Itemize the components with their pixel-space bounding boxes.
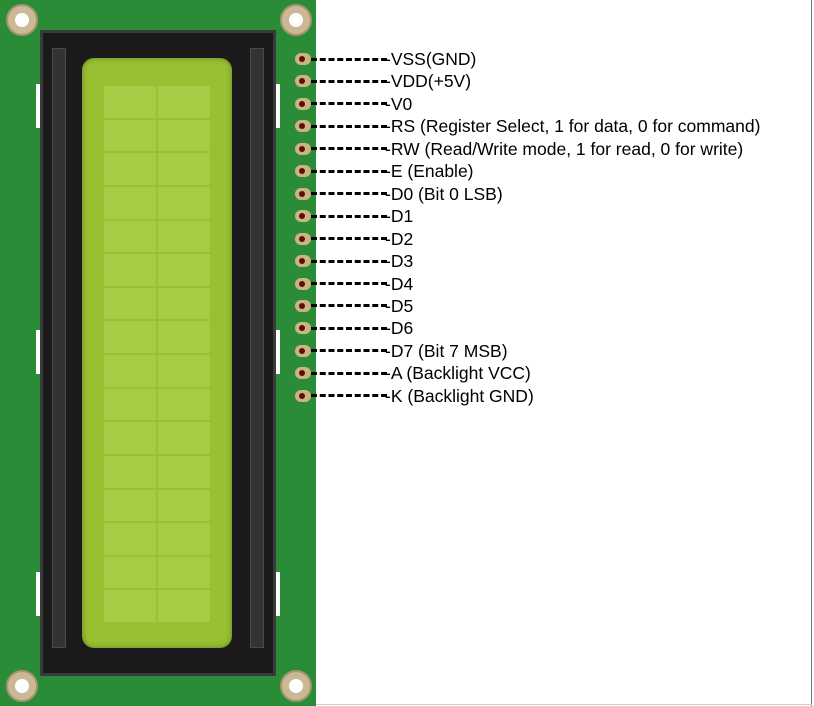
pin-leader-line — [311, 169, 387, 173]
lcd-character-cell — [158, 489, 210, 522]
lcd-character-cell — [158, 86, 210, 118]
frame-border-bottom — [316, 704, 812, 705]
lcd-character-cell — [104, 422, 156, 454]
pin-pad — [295, 120, 311, 133]
lcd-character-cell — [104, 321, 156, 353]
lcd-character-cell — [158, 220, 210, 253]
lcd-character-cell — [158, 321, 210, 353]
pin-label: -D2 — [385, 228, 414, 249]
bezel-tab — [36, 572, 40, 616]
lcd-character-cell — [158, 254, 210, 286]
bezel-tab — [276, 330, 280, 374]
pin-leader-line — [311, 371, 387, 375]
lcd-character-cell — [158, 590, 210, 622]
lcd-character-cell — [158, 422, 210, 454]
pin-leader-line — [311, 349, 387, 353]
pin-label: -E (Enable) — [385, 161, 474, 182]
lcd-character-cell — [104, 119, 156, 152]
lcd-character-cell — [158, 355, 210, 387]
lcd-character-cell — [158, 119, 210, 152]
pin-leader-line — [311, 237, 387, 241]
lcd-character-cell — [104, 220, 156, 253]
lcd-character-cell — [104, 523, 156, 555]
pin-pad — [295, 97, 311, 110]
lcd-character-cell — [104, 388, 156, 421]
pin-leader-line — [311, 304, 387, 308]
pin-leader-line — [311, 326, 387, 330]
pin-pad — [295, 165, 311, 178]
pin-pad — [295, 322, 311, 335]
lcd-character-cell — [104, 590, 156, 622]
pin-label: -D3 — [385, 251, 414, 272]
mounting-hole-top-left — [6, 4, 38, 36]
pin-label: -D0 (Bit 0 LSB) — [385, 183, 503, 204]
lcd-character-cell — [158, 523, 210, 555]
pin-label: -D4 — [385, 273, 414, 294]
lcd-character-cell — [104, 86, 156, 118]
pin-pad — [295, 142, 311, 155]
pin-label: -VDD(+5V) — [385, 71, 472, 92]
pin-pad — [295, 299, 311, 312]
lcd-character-cell — [158, 186, 210, 219]
lcd-pcb-board — [0, 0, 316, 706]
lcd-character-cell — [158, 455, 210, 488]
pin-leader-line — [311, 124, 387, 128]
lcd-character-cell — [104, 186, 156, 219]
lcd-character-cell — [158, 388, 210, 421]
pin-pad — [295, 210, 311, 223]
bezel-tab — [36, 330, 40, 374]
pin-leader-line — [311, 394, 387, 398]
pin-pad — [295, 367, 311, 380]
pin-label: -VSS(GND) — [385, 49, 477, 69]
frame-border-right — [811, 0, 812, 706]
lcd-character-cell — [104, 489, 156, 522]
lcd-character-cell — [104, 455, 156, 488]
pin-label: -RS (Register Select, 1 for data, 0 for … — [385, 116, 761, 137]
pin-pad — [295, 187, 311, 200]
pin-pad — [295, 344, 311, 357]
pin-label: -K (Backlight GND) — [385, 385, 534, 406]
pin-label: -D7 (Bit 7 MSB) — [385, 340, 508, 361]
bezel-tab — [276, 84, 280, 128]
pin-leader-line — [311, 57, 387, 61]
lcd-character-cell — [104, 254, 156, 286]
mounting-hole-bottom-left — [6, 670, 38, 702]
pin-pad — [295, 277, 311, 290]
pin-leader-line — [311, 214, 387, 218]
mounting-hole-top-right — [280, 4, 312, 36]
lcd-character-cell — [158, 556, 210, 589]
pin-label: -D6 — [385, 318, 414, 339]
pin-pad — [295, 389, 311, 402]
lcd-character-cell — [104, 153, 156, 185]
lcd-rail-right — [250, 48, 264, 648]
pin-pad — [295, 75, 311, 88]
pin-label: -V0 — [385, 93, 413, 114]
pin-leader-line — [311, 259, 387, 263]
pin-leader-line — [311, 147, 387, 151]
lcd-character-cell — [104, 355, 156, 387]
lcd-character-cell — [158, 287, 210, 320]
bezel-tab — [36, 84, 40, 128]
lcd-character-cell — [104, 556, 156, 589]
pin-pad — [295, 53, 311, 65]
pin-pad — [295, 255, 311, 268]
pin-label: -D1 — [385, 206, 414, 227]
lcd-character-cell — [158, 153, 210, 185]
pin-leader-line — [311, 79, 387, 83]
pin-label: -A (Backlight VCC) — [385, 363, 531, 384]
pin-leader-line — [311, 102, 387, 106]
pin-leader-line — [311, 192, 387, 196]
lcd-rail-left — [52, 48, 66, 648]
pin-label: -RW (Read/Write mode, 1 for read, 0 for … — [385, 138, 744, 159]
lcd-character-cell — [104, 287, 156, 320]
pin-pad — [295, 232, 311, 245]
mounting-hole-bottom-right — [280, 670, 312, 702]
lcd-character-grid — [104, 86, 210, 622]
pin-label: -D5 — [385, 295, 414, 316]
pin-leader-line — [311, 282, 387, 285]
bezel-tab — [276, 572, 280, 616]
